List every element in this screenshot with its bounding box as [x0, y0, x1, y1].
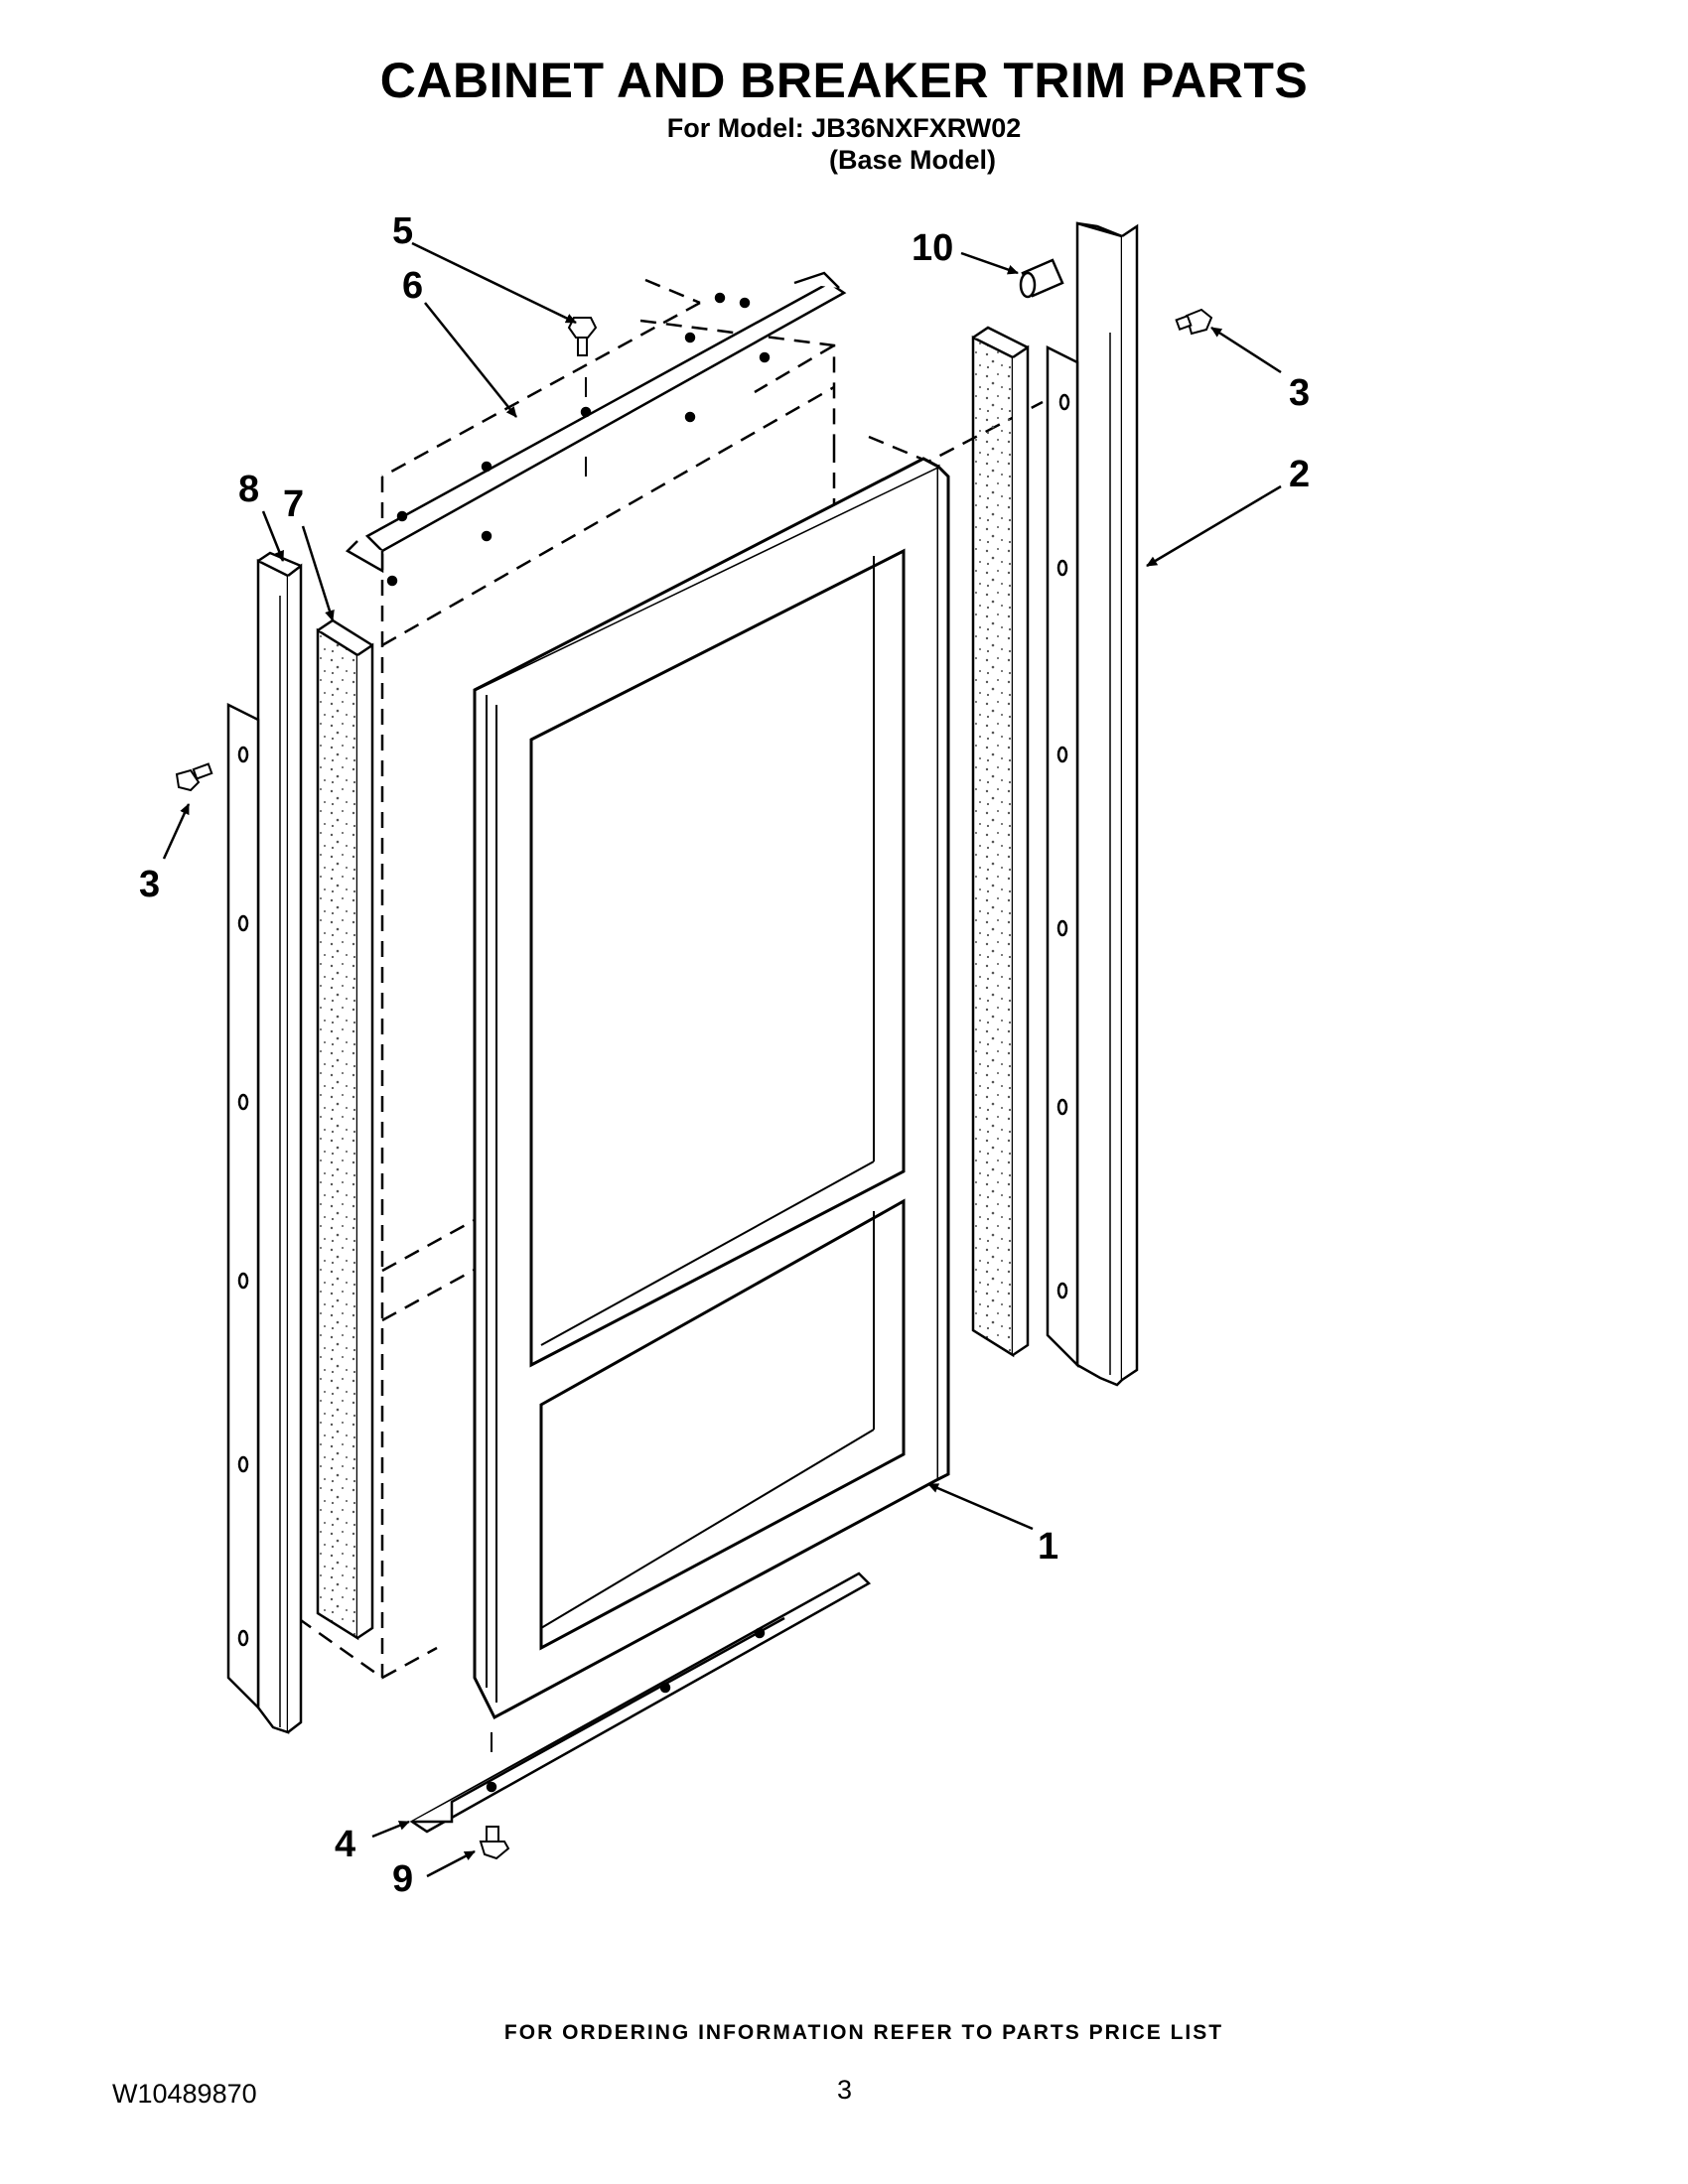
- part-8-left-trim: [226, 551, 303, 1734]
- callout-2: 2: [1289, 454, 1310, 495]
- callout-5: 5: [392, 210, 413, 252]
- callout-7: 7: [283, 483, 304, 525]
- part-1-breaker-trim: [473, 457, 950, 1720]
- right-foam-strip: [971, 326, 1030, 1358]
- page-title: CABINET AND BREAKER TRIM PARTS: [379, 53, 1309, 108]
- callout-4: 4: [335, 1824, 355, 1865]
- document-number: W10489870: [112, 2079, 257, 2109]
- part-6-top-trim: [345, 271, 847, 587]
- part-10-plug: [1019, 258, 1064, 299]
- part-5-screw: [567, 317, 598, 477]
- callout-3-right: 3: [1289, 372, 1310, 414]
- callout-8: 8: [238, 469, 259, 510]
- page-number: 3: [837, 2075, 853, 2105]
- part-4-bottom-trim: [409, 1571, 872, 1834]
- model-line: For Model: JB36NXFXRW02: [666, 113, 1022, 143]
- leader-lines: [162, 241, 1282, 1878]
- part-3-screw-right: [1175, 308, 1213, 336]
- part-7-left-foam: [316, 618, 374, 1641]
- part-9-screw: [479, 1732, 510, 1860]
- callout-3-left: 3: [139, 864, 160, 905]
- callout-1: 1: [1038, 1526, 1058, 1568]
- callout-9: 9: [392, 1858, 413, 1900]
- part-2-right-trim: [1046, 221, 1139, 1387]
- callout-6: 6: [402, 265, 423, 307]
- callout-10: 10: [912, 227, 953, 269]
- part-3-screw-left: [175, 762, 213, 792]
- model-note: (Base Model): [829, 145, 997, 175]
- ordering-note: FOR ORDERING INFORMATION REFER TO PARTS …: [503, 2021, 1224, 2044]
